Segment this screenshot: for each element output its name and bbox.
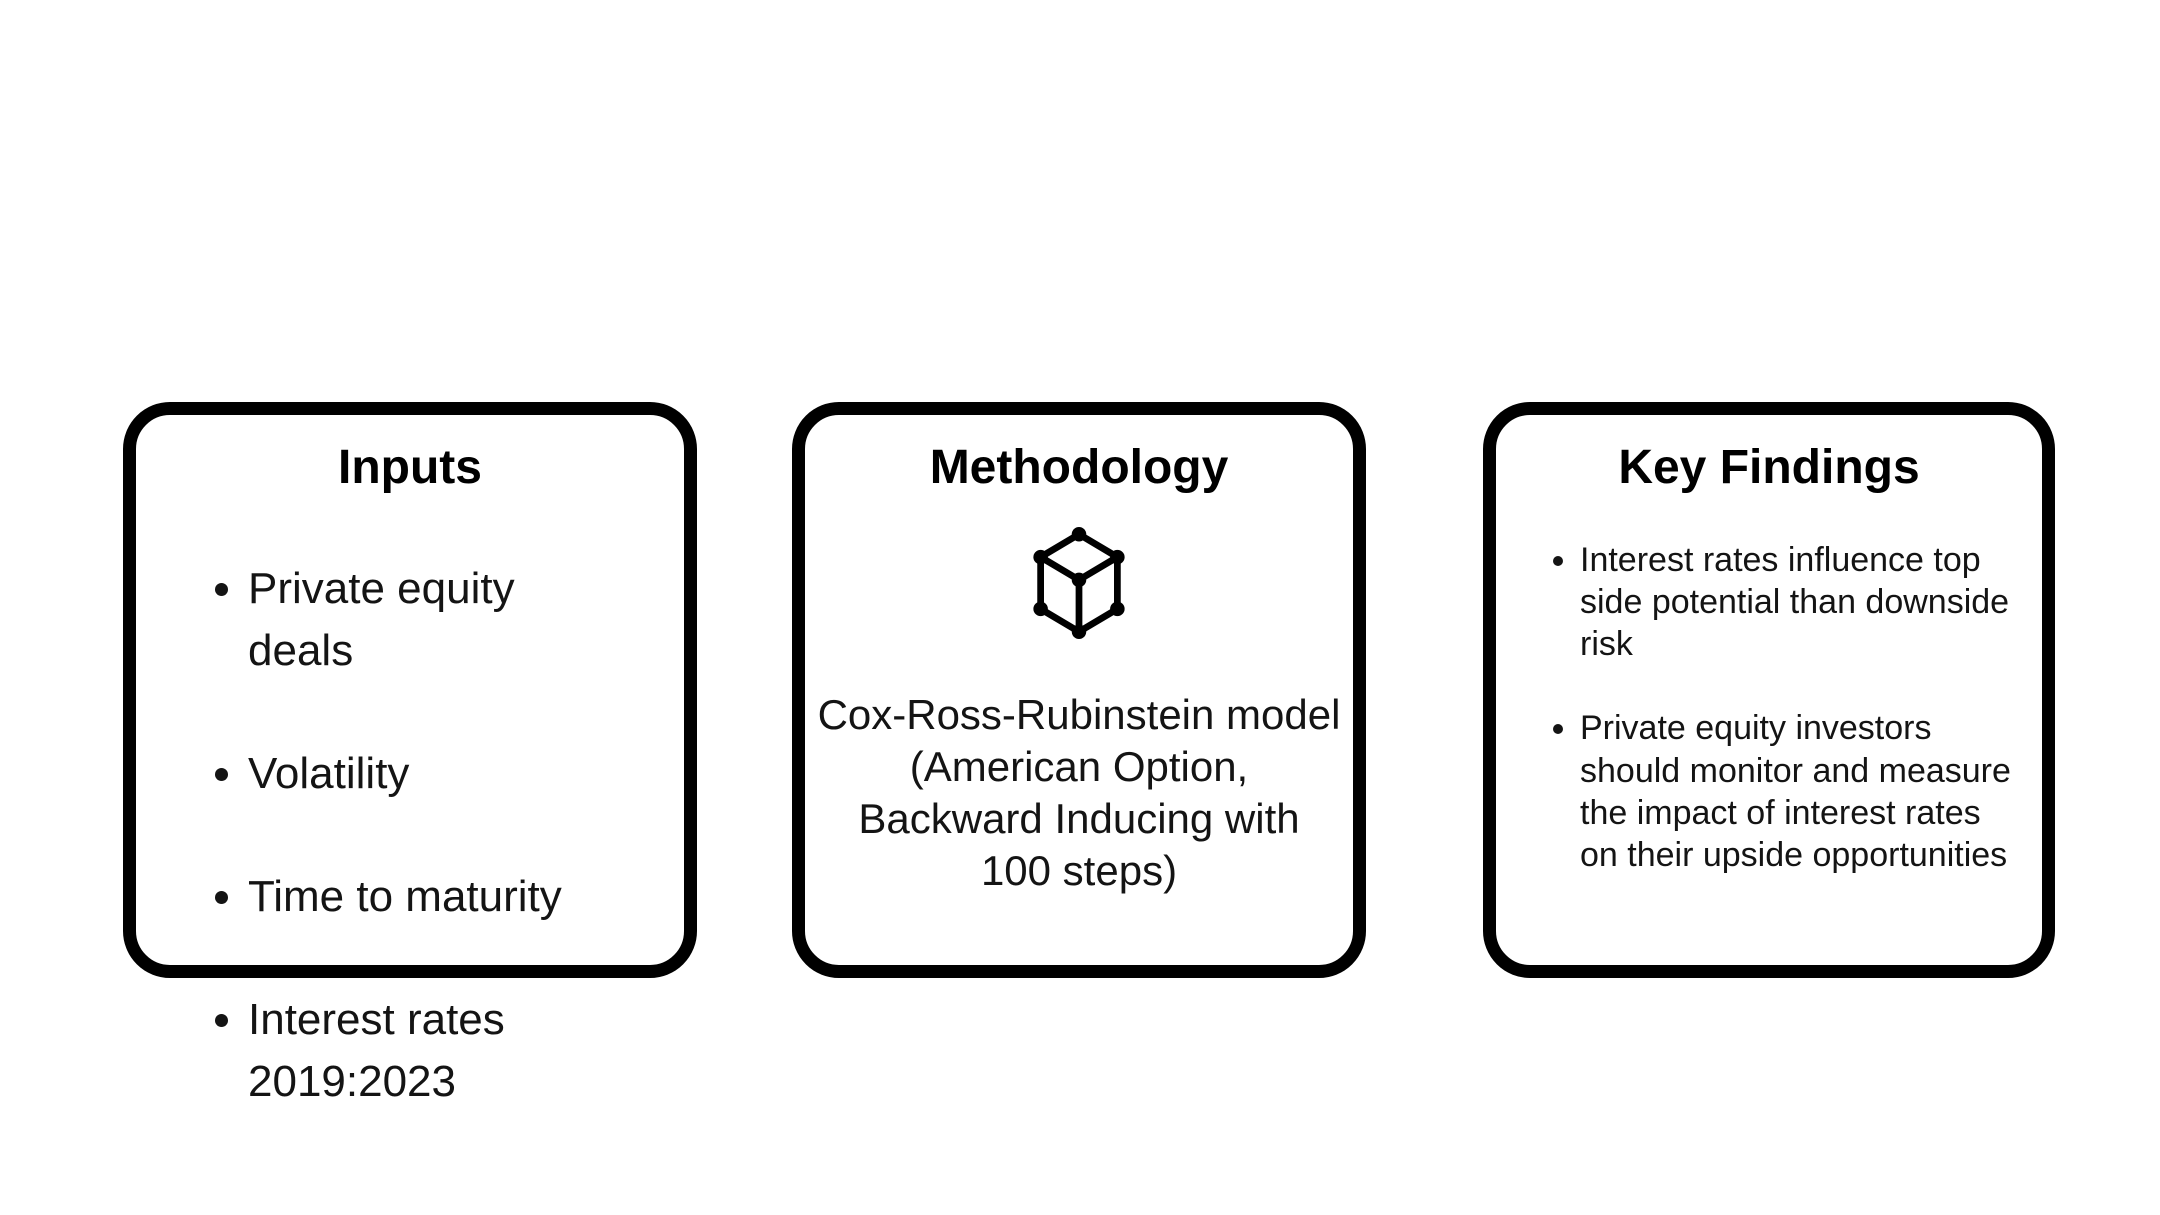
inputs-list-item: Volatility (248, 743, 648, 805)
inputs-list-item: Interest rates 2019:2023 (248, 989, 648, 1112)
key-findings-list-item: Interest rates influence top side potent… (1580, 539, 2028, 665)
key-findings-card: Key Findings Interest rates influence to… (1483, 402, 2055, 978)
inputs-list-item: Private equity deals (248, 558, 648, 681)
key-findings-list-item: Private equity investors should monitor … (1580, 707, 2028, 876)
methodology-title: Methodology (929, 441, 1229, 494)
cube-icon (805, 526, 1353, 639)
methodology-card: Methodology (792, 402, 1366, 978)
inputs-card: Inputs Private equity deals Volatility T… (123, 402, 697, 1106)
inputs-title: Inputs (338, 441, 482, 494)
methodology-description: Cox-Ross-Rubinstein model (American Opti… (817, 690, 1341, 894)
inputs-list: Private equity deals Volatility Time to … (136, 497, 684, 1175)
inputs-list-item: Time to maturity (248, 866, 648, 928)
key-findings-title: Key Findings (1618, 441, 1920, 494)
key-findings-list: Interest rates influence top side potent… (1496, 497, 2042, 919)
